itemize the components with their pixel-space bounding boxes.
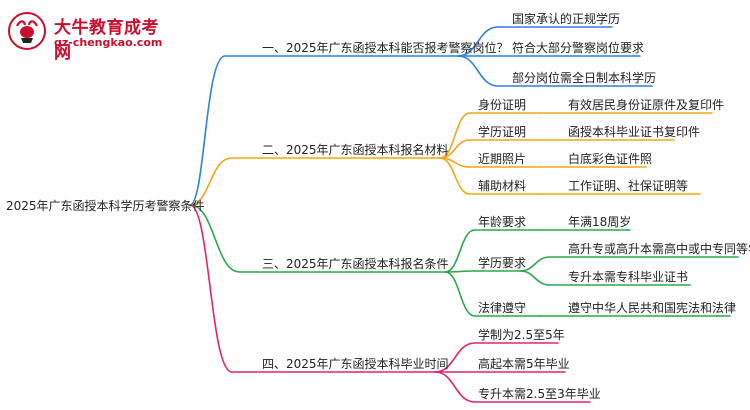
logo-url: gz-chengkao.com [54, 36, 163, 49]
branch-2-label: 二、2025年广东函授本科报名材料 [262, 143, 449, 157]
branch-4-label: 四、2025年广东函授本科毕业时间 [262, 357, 449, 371]
branch-2-leaf-4: 工作证明、社保证明等 [568, 179, 689, 193]
branch-2-leaf-3: 白底彩色证件照 [568, 152, 653, 166]
site-logo[interactable]: 大牛教育成考网 gz-chengkao.com [8, 12, 168, 63]
branch-2-child-3: 近期照片 [478, 152, 527, 166]
connector-b2-c1 [439, 112, 541, 159]
branch-2-child-1: 身份证明 [478, 98, 527, 112]
branch-2-leaf-2: 函授本科毕业证书复印件 [568, 125, 701, 139]
connector-branch-1 [189, 55, 459, 206]
connector-branch-4 [189, 204, 436, 373]
connector-branch-3 [189, 204, 446, 273]
branch-3-child-1: 年龄要求 [478, 215, 527, 229]
branch-3-leaf-2b: 专升本需专科毕业证书 [568, 270, 689, 284]
branch-2-child-4: 辅助材料 [478, 179, 527, 193]
connector-b2-c2 [439, 139, 541, 159]
branch-1-label: 一、2025年广东函授本科能否报考警察岗位？ [262, 41, 509, 55]
connector-b3-l2b [519, 270, 691, 286]
branch-4-child-1: 学制为2.5至5年 [478, 328, 565, 342]
branch-3-label: 三、2025年广东函授本科报名条件 [262, 257, 449, 271]
connector-b3-l2a [519, 256, 739, 272]
connector-b1-c1 [457, 26, 613, 57]
branch-3-leaf-1: 年满18周岁 [568, 215, 632, 229]
branch-4-child-2: 高起本需5年毕业 [478, 357, 570, 371]
connector-b3-c2 [444, 270, 521, 273]
connector-b4-c1 [434, 342, 559, 373]
bull-logo-icon [8, 12, 46, 50]
branch-3-leaf-2a: 高升专或高升本需高中或中专同等学历 [568, 242, 750, 256]
branch-3-child-2: 学历要求 [478, 256, 527, 270]
logo-title: 大牛教育成考网 [54, 18, 159, 63]
mindmap-root: 2025年广东函授本科学历考警察条件 [6, 199, 205, 213]
branch-4-child-3: 专升本需2.5至3年毕业 [478, 387, 601, 401]
connector-b3-c3 [444, 271, 541, 317]
branch-3-leaf-3: 遵守中华人民共和国宪法和法律 [568, 301, 737, 315]
connector-b4-c3 [434, 371, 591, 403]
branch-1-child-1: 国家承认的正规学历 [512, 12, 621, 26]
branch-2-leaf-1: 有效居民身份证原件及复印件 [568, 98, 725, 112]
branch-1-child-2: 符合大部分警察岗位要求 [512, 41, 645, 55]
connector-branch-2 [189, 157, 441, 206]
branch-2-child-2: 学历证明 [478, 125, 527, 139]
connector-b1-c3 [457, 55, 653, 87]
branch-3-child-3: 法律遵守 [478, 301, 527, 315]
connector-b2-c4 [439, 157, 541, 195]
connector-b3-c1 [444, 229, 541, 273]
branch-1-child-3: 部分岗位需全日制本科学历 [512, 71, 657, 85]
